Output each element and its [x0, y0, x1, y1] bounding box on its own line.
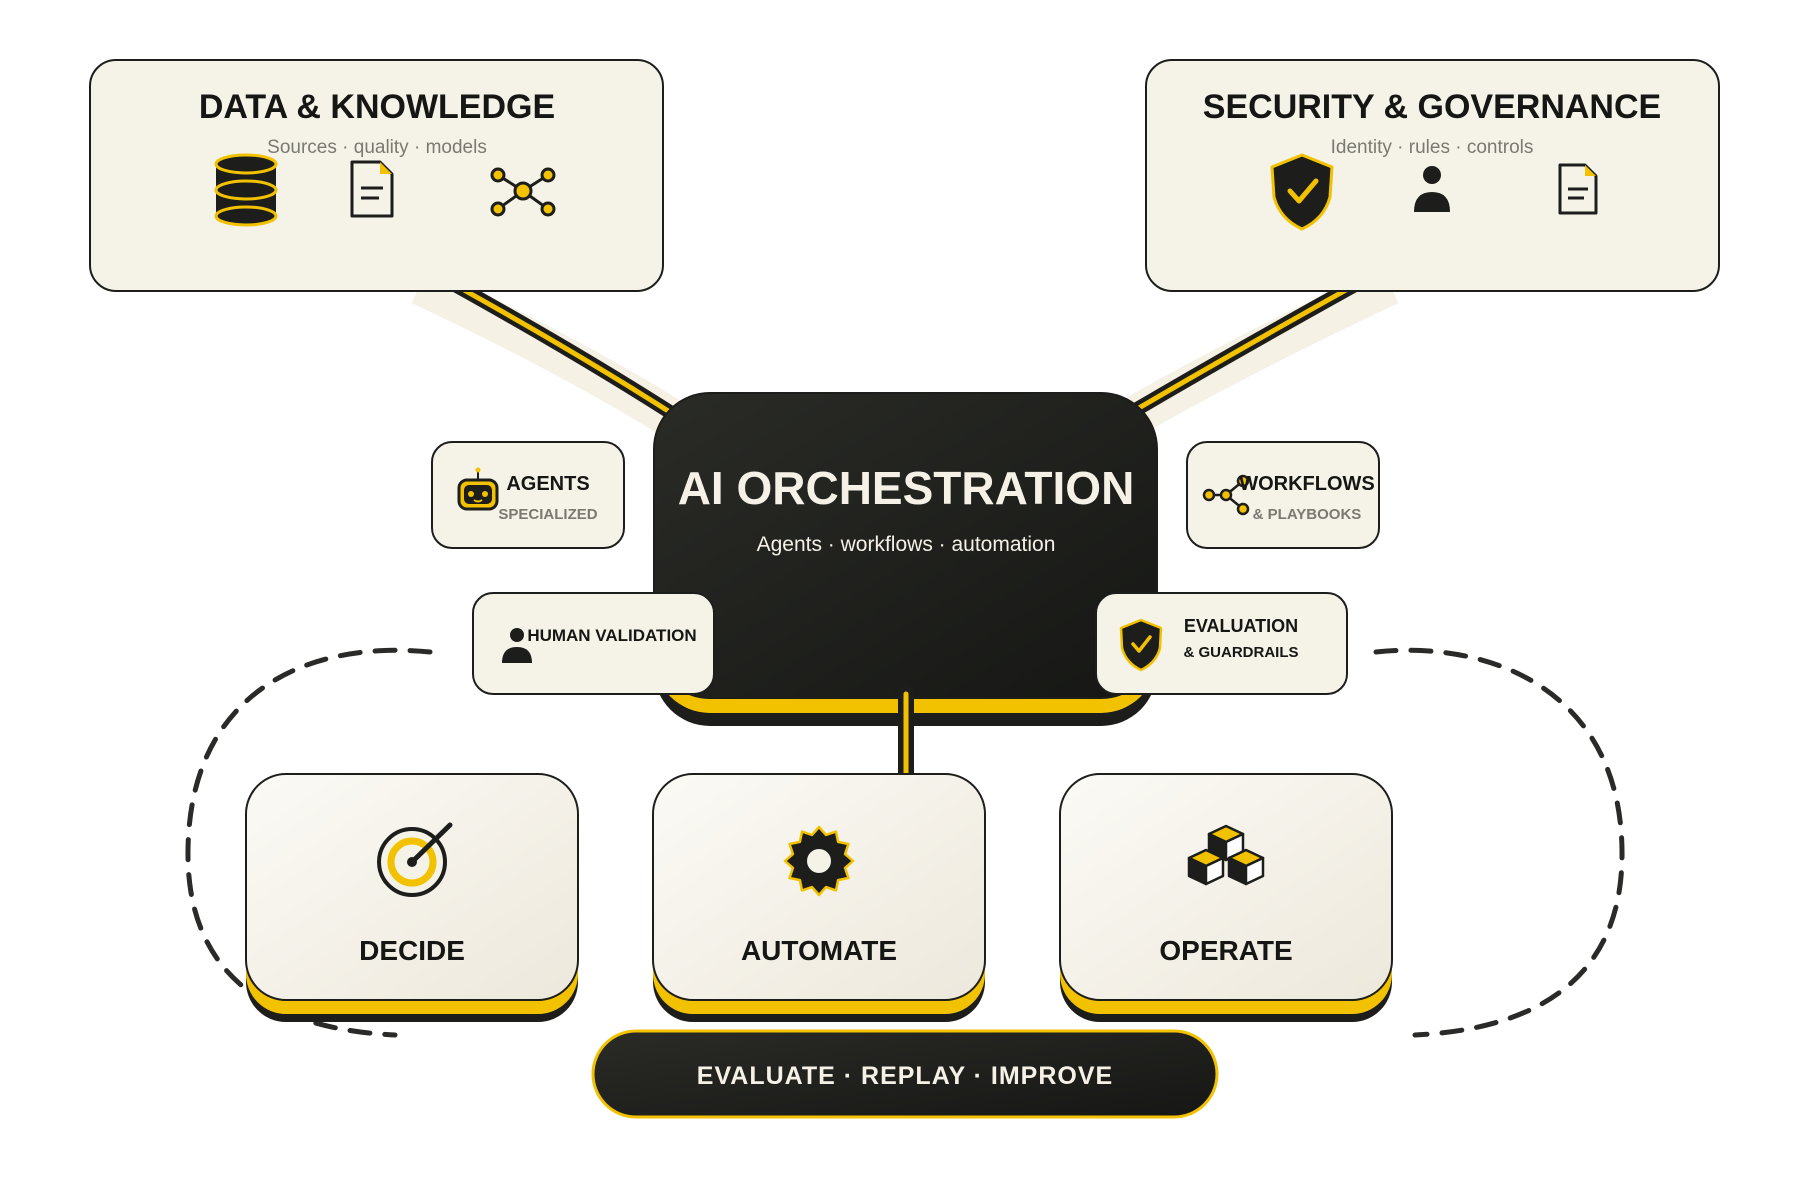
- document-icon: [350, 160, 394, 218]
- workflows-title: WORKFLOWS: [1239, 473, 1375, 495]
- loop-arrow-right: [1373, 647, 1625, 1038]
- data-knowledge-subtitle: Sources · quality · models: [267, 137, 487, 158]
- loop-bar: EVALUATE · REPLAY · IMPROVE: [591, 1029, 1219, 1119]
- human-validation-title: HUMAN VALIDATION: [527, 626, 696, 645]
- automate-label: AUTOMATE: [741, 935, 897, 966]
- document-icon: [1558, 163, 1598, 215]
- security-governance-title: SECURITY & GOVERNANCE: [1203, 88, 1661, 126]
- agents-chip: AGENTS SPECIALIZED: [431, 441, 625, 549]
- agents-subtitle: SPECIALIZED: [498, 506, 597, 523]
- data-knowledge-title: DATA & KNOWLEDGE: [199, 88, 555, 126]
- data-knowledge-box: DATA & KNOWLEDGE Sources · quality · mod…: [89, 59, 664, 292]
- operate-label: OPERATE: [1159, 935, 1292, 966]
- hub-title: AI ORCHESTRATION: [678, 462, 1135, 514]
- operate-card: OPERATE: [1059, 773, 1393, 1022]
- security-governance-box: SECURITY & GOVERNANCE Identity · rules ·…: [1145, 59, 1720, 292]
- shield-check-icon: [1119, 618, 1163, 672]
- gear-icon: [783, 825, 855, 897]
- target-icon: [377, 822, 453, 897]
- agents-title: AGENTS: [506, 473, 589, 495]
- automate-card: AUTOMATE: [652, 773, 986, 1022]
- workflows-chip: WORKFLOWS & PLAYBOOKS: [1186, 441, 1380, 549]
- evaluation-chip: EVALUATION & GUARDRAILS: [1095, 592, 1348, 695]
- cubes-icon: [1187, 824, 1265, 886]
- connector-right: [1099, 266, 1399, 448]
- shield-check-icon: [1270, 153, 1334, 231]
- workflow-icon: [1202, 474, 1250, 516]
- loop-bar-label: EVALUATE · REPLAY · IMPROVE: [697, 1062, 1113, 1090]
- security-governance-subtitle: Identity · rules · controls: [1331, 137, 1534, 158]
- ai-orchestration-hub: AI ORCHESTRATION Agents · workflows · au…: [653, 392, 1158, 726]
- evaluation-subtitle: & GUARDRAILS: [1184, 644, 1299, 661]
- workflows-subtitle: & PLAYBOOKS: [1253, 506, 1362, 523]
- user-icon: [502, 628, 532, 663]
- database-icon: [214, 153, 278, 227]
- hub-subtitle: Agents · workflows · automation: [757, 533, 1056, 556]
- decide-card: DECIDE: [245, 773, 579, 1022]
- connector-left: [411, 266, 701, 447]
- human-validation-chip: HUMAN VALIDATION: [472, 592, 715, 695]
- evaluation-title: EVALUATION: [1184, 616, 1298, 636]
- robot-icon: [457, 467, 499, 511]
- user-icon: [1414, 166, 1450, 212]
- network-icon: [490, 167, 556, 217]
- decide-label: DECIDE: [359, 935, 465, 966]
